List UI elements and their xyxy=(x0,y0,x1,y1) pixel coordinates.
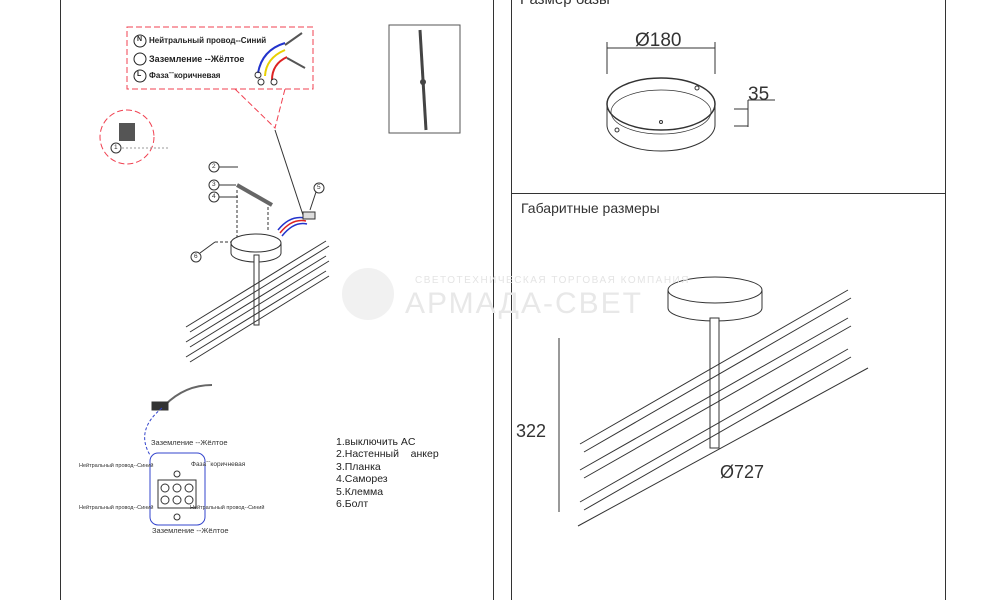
legend-ground: Заземление --Жёлтое xyxy=(149,54,245,64)
watermark-subtitle: СВЕТОТЕХНИЧЕСКАЯ ТОРГОВАЯ КОМПАНИЯ xyxy=(415,275,690,286)
wiring-callout-box xyxy=(126,26,314,129)
fixture-thumbnail xyxy=(388,24,461,134)
base-height-label: 35 xyxy=(748,84,770,105)
parts-list-item: 1.выключить AC xyxy=(336,436,416,448)
base-dimension-drawing xyxy=(606,42,775,152)
legend-phase: Фазаˉˉкоричневая xyxy=(149,71,221,80)
legend-phase-symbol: L xyxy=(137,71,142,78)
legend-neutral: Нейтральный провод--Синий xyxy=(149,36,267,45)
callout-2: 2 xyxy=(212,163,216,170)
terminal-block-drawing xyxy=(144,384,213,526)
parts-list-item: 2.Настенный анкер xyxy=(336,448,439,461)
terminal-ground-top: Заземление --Жёлтое xyxy=(151,438,228,447)
parts-list: 1.выключить AC 2.Настенный анкер 3.Планк… xyxy=(336,436,439,510)
breaker-callout xyxy=(99,109,170,165)
terminal-neutral-right: Нейтральный провод--Синий xyxy=(190,505,265,511)
terminal-neutral-left-bottom: Нейтральный провод--Синий xyxy=(79,505,154,511)
parts-list-item: 5.Клемма xyxy=(336,485,384,498)
installation-drawing xyxy=(185,129,330,363)
parts-list-item: 3.Планка xyxy=(336,460,381,473)
terminal-phase: Фазаˉˉкоричневая xyxy=(191,461,246,468)
callout-1: 1 xyxy=(114,144,118,151)
parts-list-item: 4.Саморез xyxy=(336,473,388,486)
overall-size-title: Габаритные размеры xyxy=(521,200,660,216)
callout-3: 3 xyxy=(212,181,216,188)
overall-dimension-drawing xyxy=(558,276,869,527)
overall-diameter-label: Ø727 xyxy=(720,462,765,482)
neutral-symbol-icon xyxy=(133,34,147,48)
legend-neutral-symbol: N xyxy=(137,36,143,43)
overall-height-label: 322 xyxy=(516,421,547,441)
callout-4: 4 xyxy=(212,193,216,200)
base-size-title: Размер базы xyxy=(520,0,610,8)
watermark-logo-icon xyxy=(342,268,394,320)
terminal-ground-bottom: Заземление --Жёлтое xyxy=(152,526,229,535)
frame-lines xyxy=(60,0,946,600)
watermark-brand: АРМАДА-СВЕТ xyxy=(405,287,644,320)
ground-symbol-icon xyxy=(133,52,147,66)
phase-symbol-icon xyxy=(133,69,147,83)
callout-5: 5 xyxy=(317,184,321,191)
terminal-neutral-left-top: Нейтральный провод--Синий xyxy=(79,463,154,469)
base-diameter-label: Ø180 xyxy=(635,30,682,51)
callout-6: 6 xyxy=(194,253,198,260)
parts-list-item: 6.Болт xyxy=(336,498,369,511)
